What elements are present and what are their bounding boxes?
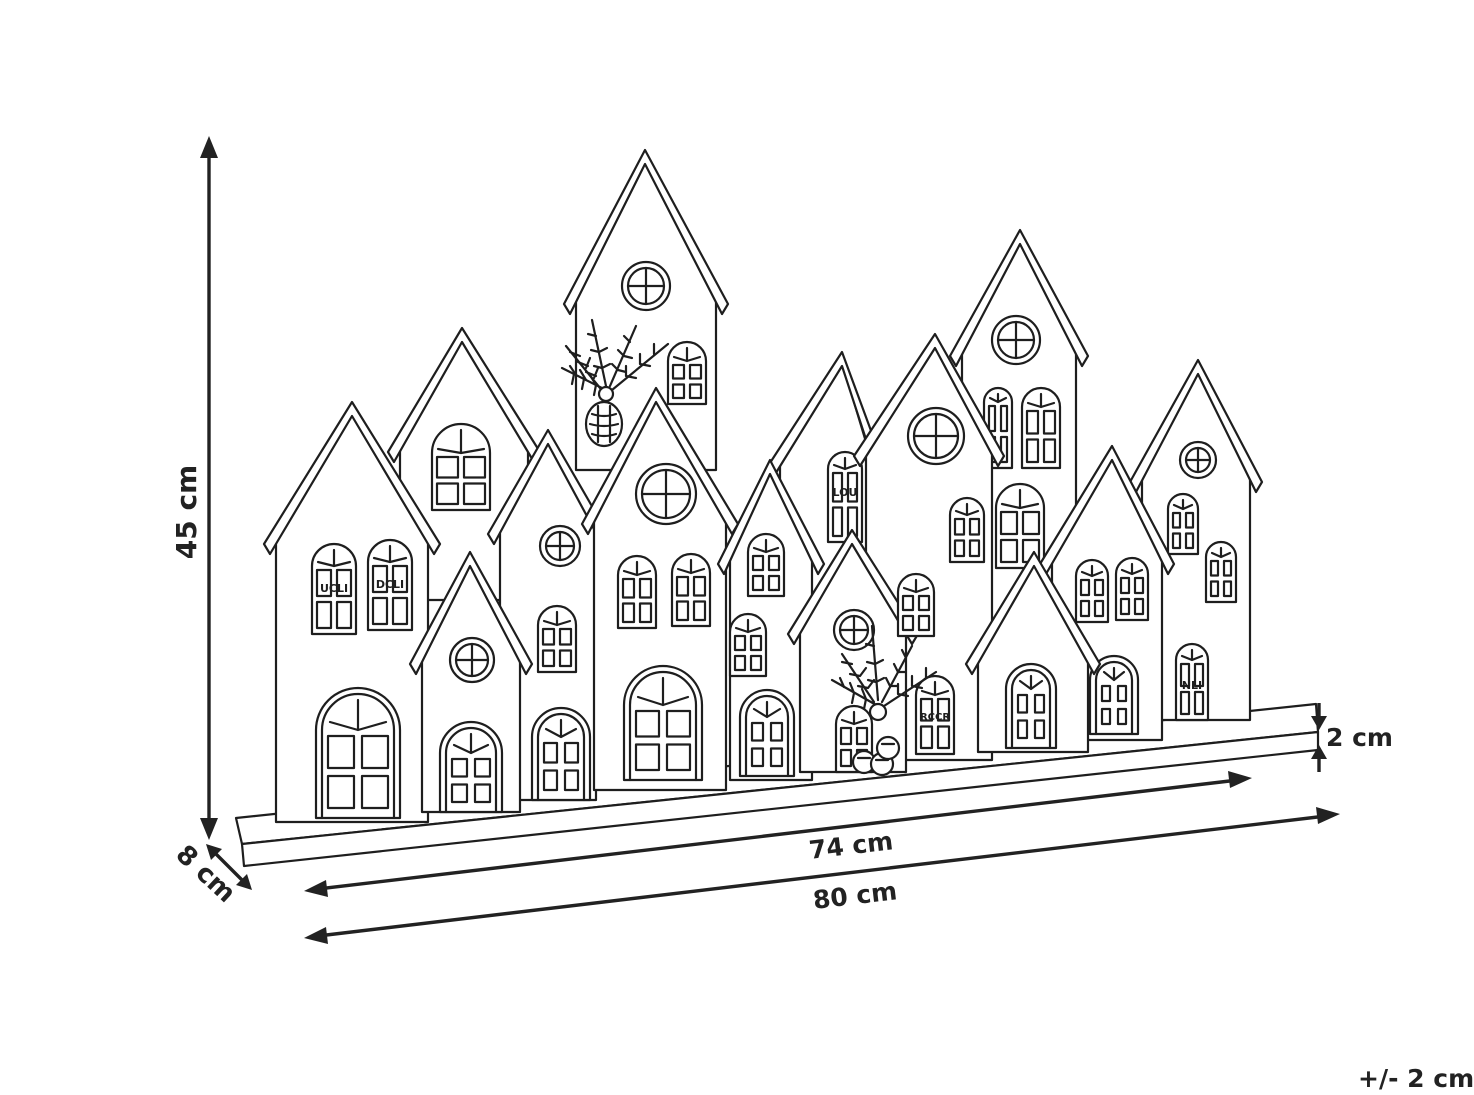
arched-window	[1114, 556, 1150, 622]
round-window	[990, 314, 1042, 366]
depth-dimension-arrow	[206, 844, 252, 890]
height-label: 45 cm	[170, 465, 203, 560]
window-sign-5: NLI	[1182, 679, 1202, 692]
base-height-label: 2 cm	[1326, 723, 1393, 752]
arched-window	[948, 496, 986, 564]
round-window	[906, 406, 966, 466]
arched-window	[430, 422, 492, 512]
arched-door	[314, 686, 402, 820]
arched-window	[896, 572, 936, 638]
house-far-right	[1128, 358, 1264, 722]
round-window	[832, 608, 876, 652]
arched-window	[1204, 540, 1238, 604]
house-front-left	[408, 550, 534, 814]
inner-width-label: 74 cm	[807, 826, 894, 865]
total-width-dimension-arrow	[304, 807, 1340, 944]
house-center-front	[580, 386, 740, 792]
arched-window	[670, 552, 712, 628]
inner-width-dimension-arrow	[304, 771, 1252, 897]
arched-door	[1088, 654, 1140, 736]
house-silhouettes	[262, 148, 1264, 824]
arched-door	[530, 706, 592, 802]
total-width-label: 80 cm	[811, 876, 898, 915]
house-front-right	[964, 550, 1102, 754]
arched-window	[728, 612, 768, 678]
arched-window	[1174, 642, 1210, 722]
house-mid-left-narrow	[486, 428, 610, 802]
depth-label: 8 cm	[170, 839, 241, 908]
height-dimension-arrow	[200, 136, 218, 840]
round-window	[448, 636, 496, 684]
pine-sprig-right	[830, 624, 938, 777]
arched-door	[438, 720, 504, 814]
arched-window	[914, 674, 956, 756]
round-window	[1178, 440, 1218, 480]
round-window	[620, 260, 672, 312]
arched-window	[1020, 386, 1062, 470]
round-window	[538, 524, 582, 568]
arched-door	[738, 688, 796, 778]
window-sign-1: UCLI	[320, 582, 348, 595]
round-window	[634, 462, 698, 526]
arched-window	[616, 554, 658, 630]
house-center-right	[716, 458, 826, 782]
arched-window	[310, 542, 358, 636]
window-sign-2: DCLI	[376, 578, 404, 591]
arched-window	[1166, 492, 1200, 556]
pine-sprig-left	[560, 318, 670, 448]
arched-window	[536, 604, 578, 674]
window-sign-3: LOU	[833, 486, 858, 499]
arched-window	[666, 340, 708, 406]
house-far-left	[262, 400, 442, 824]
tolerance-note: +/- 2 cm	[1358, 1064, 1474, 1093]
arched-door	[622, 664, 704, 782]
arched-door	[1004, 662, 1058, 750]
arched-window	[746, 532, 786, 598]
arched-window	[1074, 558, 1110, 624]
arched-window	[366, 538, 414, 632]
arched-window	[994, 482, 1046, 570]
base-height-dimension-arrow	[1311, 703, 1327, 772]
window-sign-4: RCCR	[920, 712, 950, 723]
